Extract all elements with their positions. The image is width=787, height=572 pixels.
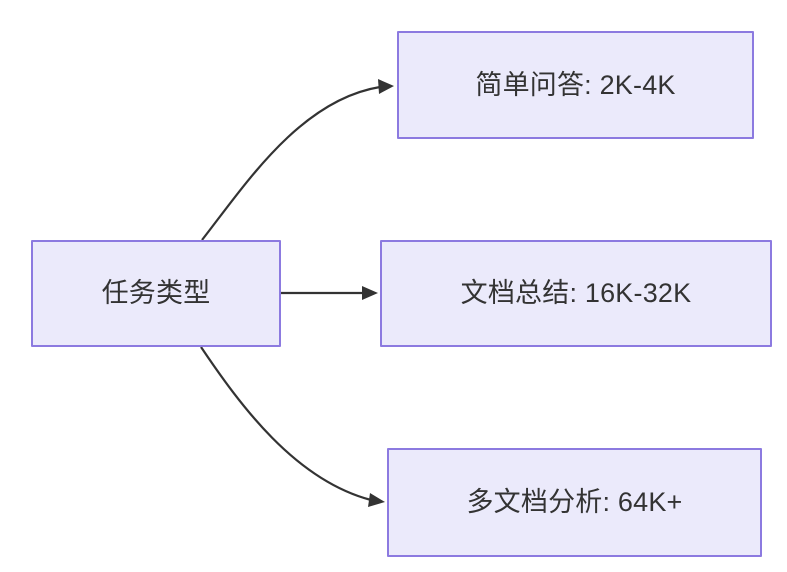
edge-source-to-multi-doc-arrowhead <box>368 493 385 507</box>
edge-source-to-simple-qa-line <box>201 85 381 241</box>
node-doc-summary-label: 文档总结: 16K-32K <box>460 278 692 309</box>
node-simple-qa-label: 简单问答: 2K-4K <box>475 69 676 100</box>
node-simple-qa[interactable]: 简单问答: 2K-4K <box>397 31 754 139</box>
edge-source-to-multi-doc-line <box>200 346 372 502</box>
edge-source-to-multi-doc <box>200 346 385 507</box>
node-task-type-label: 任务类型 <box>101 278 211 309</box>
edge-source-to-simple-qa-arrowhead <box>378 79 394 94</box>
edge-source-to-doc-summary <box>281 286 378 300</box>
edge-source-to-doc-summary-arrowhead <box>362 286 378 300</box>
node-multi-doc-analysis-label: 多文档分析: 64K+ <box>466 487 683 518</box>
node-multi-doc-analysis[interactable]: 多文档分析: 64K+ <box>387 448 762 557</box>
node-doc-summary[interactable]: 文档总结: 16K-32K <box>380 240 772 347</box>
edge-source-to-simple-qa <box>201 79 394 241</box>
node-task-type[interactable]: 任务类型 <box>31 240 281 347</box>
